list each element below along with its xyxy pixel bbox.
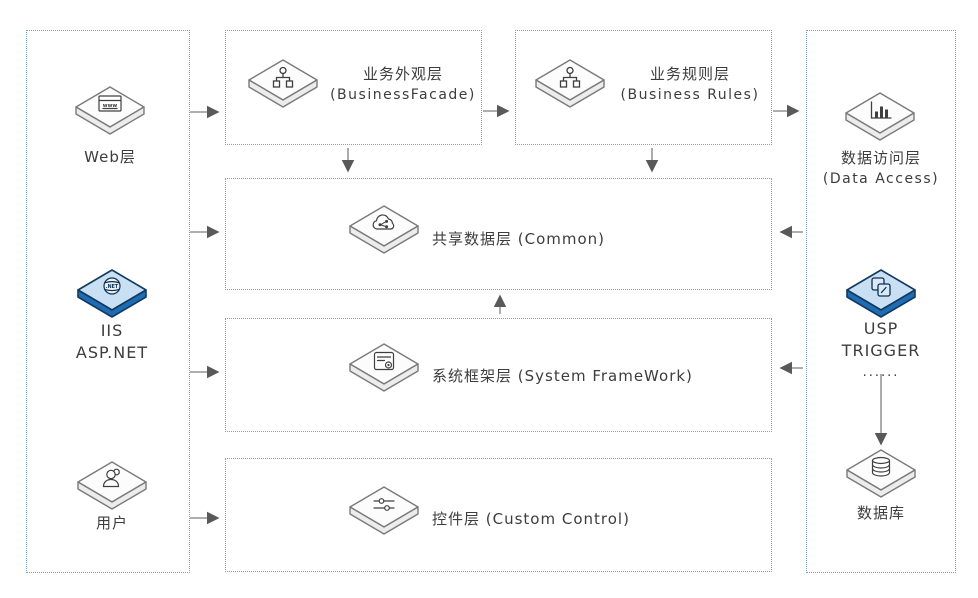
business-rules-en: (Business Rules) xyxy=(620,87,760,103)
web-layer-label: Web层 xyxy=(84,148,136,166)
browser-www-icon: www xyxy=(75,86,145,135)
script-pages-icon xyxy=(846,269,916,318)
data-access-en: (Data Access) xyxy=(822,171,940,187)
system-framework-box xyxy=(225,318,772,432)
usp-trigger-label: USP TRIGGER ...... xyxy=(806,318,956,384)
dotnet-globe-icon: .NET xyxy=(77,269,147,318)
common-layer-box xyxy=(225,178,772,290)
common-layer-title: 共享数据层 (Common) xyxy=(432,230,606,248)
database-icon xyxy=(846,449,916,498)
custom-control-title: 控件层 (Custom Control) xyxy=(432,510,630,528)
user-label: 用户 xyxy=(95,514,128,532)
usp-label-line1: USP xyxy=(863,319,899,338)
business-facade-title: 业务外观层 (BusinessFacade) xyxy=(325,64,481,106)
system-framework-title: 系统框架层 (System FrameWork) xyxy=(432,367,693,385)
document-form-icon xyxy=(349,343,419,392)
data-access-cn: 数据访问层 xyxy=(840,149,921,167)
iis-label-line1: IIS xyxy=(100,321,124,340)
usp-label-line2: TRIGGER xyxy=(841,341,921,360)
iis-label-line2: ASP.NET xyxy=(75,343,149,362)
svg-text:.NET: .NET xyxy=(106,284,119,290)
sitemap-icon xyxy=(535,59,605,108)
sitemap-icon xyxy=(248,59,318,108)
svg-text:www: www xyxy=(103,103,118,109)
user-icon xyxy=(77,461,147,510)
sliders-icon xyxy=(349,486,419,535)
custom-control-box xyxy=(225,458,772,572)
business-rules-cn: 业务规则层 xyxy=(649,65,730,83)
cloud-share-icon xyxy=(349,205,419,254)
iis-aspnet-label: IIS ASP.NET xyxy=(42,320,182,364)
usp-label-ellipsis: ...... xyxy=(862,365,900,380)
database-label: 数据库 xyxy=(856,504,905,522)
business-facade-en: (BusinessFacade) xyxy=(330,87,476,103)
business-rules-title: 业务规则层 (Business Rules) xyxy=(612,64,768,106)
bar-chart-icon xyxy=(845,92,915,141)
business-facade-cn: 业务外观层 xyxy=(362,65,443,83)
data-access-title: 数据访问层 (Data Access) xyxy=(806,148,956,190)
